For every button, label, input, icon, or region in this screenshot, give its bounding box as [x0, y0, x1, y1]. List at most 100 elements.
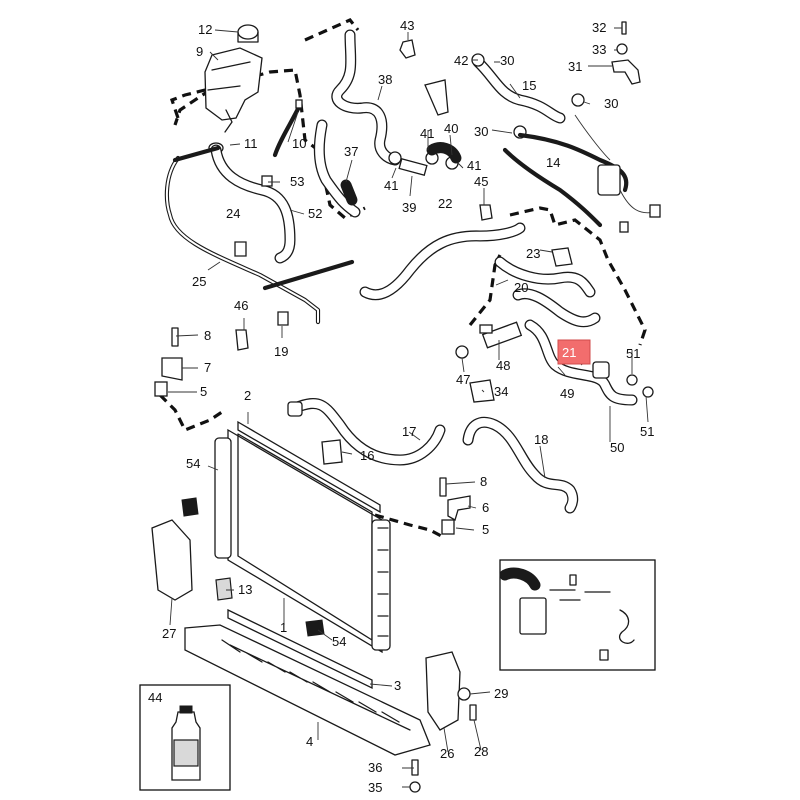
- radiator-right-tank-ribs: [377, 527, 389, 637]
- radiator-1: [214, 428, 391, 654]
- expansion-tank-cap: [237, 24, 259, 40]
- bracket-22: [424, 79, 449, 116]
- callout-13: 13: [238, 582, 252, 597]
- callout-27: 27: [162, 626, 176, 641]
- expansion-tank-cap-skirt: [237, 31, 259, 43]
- bolt-8-upper: [171, 327, 179, 347]
- callout-2: 2: [244, 388, 251, 403]
- callout-30-mid: 30: [604, 96, 618, 111]
- bracket-23: [551, 247, 573, 267]
- mount-5-lower: [441, 519, 455, 535]
- callout-51-bottom: 51: [640, 424, 654, 439]
- clip-41-left: [388, 151, 402, 165]
- callout-3: 3: [394, 678, 401, 693]
- bracket-54-upper: [181, 497, 199, 517]
- callout-7: 7: [204, 360, 211, 375]
- bracket-26: [425, 651, 461, 731]
- callout-30-low: 30: [474, 124, 488, 139]
- callout-12: 12: [198, 22, 212, 37]
- callout-18: 18: [534, 432, 548, 447]
- callout-37: 37: [344, 144, 358, 159]
- coolant-bottle-cap: [179, 705, 193, 714]
- outline-segment-right: [509, 206, 647, 346]
- hose-37-body: [315, 120, 360, 217]
- washer-35: [409, 781, 421, 793]
- callout-47: 47: [456, 372, 470, 387]
- callout-6: 6: [482, 500, 489, 515]
- bolt-8-lower: [439, 477, 447, 497]
- callout-14: 14: [546, 155, 560, 170]
- air-guide-4: [184, 624, 431, 756]
- callout-49: 49: [560, 386, 574, 401]
- bracket-27: [151, 519, 193, 601]
- callout-21: 21: [562, 345, 576, 360]
- hose-24-52: [210, 144, 296, 264]
- callout-28: 28: [474, 744, 488, 759]
- callout-1: 1: [280, 620, 287, 635]
- clip-bracket-24: [234, 241, 247, 257]
- leader-lines: [168, 27, 649, 788]
- pipe-14-b: [502, 147, 603, 228]
- hose-48-upper: [512, 288, 601, 328]
- coolant-pump-14: [502, 114, 661, 233]
- highlight-21: [557, 339, 591, 365]
- callout-10: 10: [292, 136, 306, 151]
- hose-18: [462, 416, 579, 514]
- washer-29: [457, 687, 471, 701]
- kit-hose: [499, 567, 541, 591]
- pipe-48-stub: [479, 324, 493, 334]
- callout-34: 34: [494, 384, 508, 399]
- bracket-31: [611, 59, 641, 85]
- hose-48u-body: [513, 289, 600, 326]
- callout-42: 42: [454, 53, 468, 68]
- kit-pipe: [619, 609, 635, 644]
- washer-33: [616, 43, 628, 55]
- callout-5-lower: 5: [482, 522, 489, 537]
- callout-26: 26: [440, 746, 454, 761]
- outline-segment-top: [304, 18, 360, 42]
- clamp-21: [592, 361, 610, 379]
- expansion-tank-body: [204, 47, 263, 121]
- hose-50-body: [525, 320, 637, 405]
- coolant-bottle-label: [173, 739, 199, 767]
- callout-36: 36: [368, 760, 382, 775]
- air-guide-4-slots: [221, 639, 411, 731]
- callout-40: 40: [444, 121, 458, 136]
- hose-40: [426, 142, 462, 164]
- clip-34: [469, 379, 495, 403]
- callout-32: 32: [592, 20, 606, 35]
- outline-segment-radiator-right: [374, 513, 446, 540]
- harness-14-wires: [574, 114, 656, 214]
- callout-9: 9: [196, 44, 203, 59]
- hose-18-body: [463, 418, 577, 513]
- callout-16: 16: [360, 448, 374, 463]
- callout-33: 33: [592, 42, 606, 57]
- callout-54-lower: 54: [332, 634, 346, 649]
- clamp-30-mid: [571, 93, 585, 107]
- kit-lines: [549, 589, 611, 601]
- pump-14-body: [597, 164, 621, 196]
- hose-main-center: [359, 222, 526, 301]
- hose-20: [494, 247, 596, 298]
- air-guide-4-body: [184, 624, 431, 756]
- seal-strip-3: [227, 608, 373, 690]
- callout-41-right: 41: [467, 158, 481, 173]
- callout-5-upper: 5: [200, 384, 207, 399]
- clamp-51-top: [626, 374, 638, 386]
- hose-38: [331, 29, 401, 166]
- callout-53: 53: [290, 174, 304, 189]
- callout-46: 46: [234, 298, 248, 313]
- bolt-36: [411, 759, 419, 776]
- clip-46: [235, 329, 249, 351]
- clip-19: [277, 311, 289, 326]
- callout-17: 17: [402, 424, 416, 439]
- hose-center-body: [360, 223, 525, 299]
- leader-line-set: [168, 27, 649, 788]
- inset-accessory-kit: [499, 559, 656, 671]
- expansion-tank-ribs: [207, 61, 251, 133]
- callout-41-top: 41: [420, 126, 434, 141]
- outline-segment-mid: [468, 254, 502, 326]
- radiator-right-tank: [371, 519, 391, 651]
- callout-54-upper: 54: [186, 456, 200, 471]
- hose-37: [313, 119, 361, 218]
